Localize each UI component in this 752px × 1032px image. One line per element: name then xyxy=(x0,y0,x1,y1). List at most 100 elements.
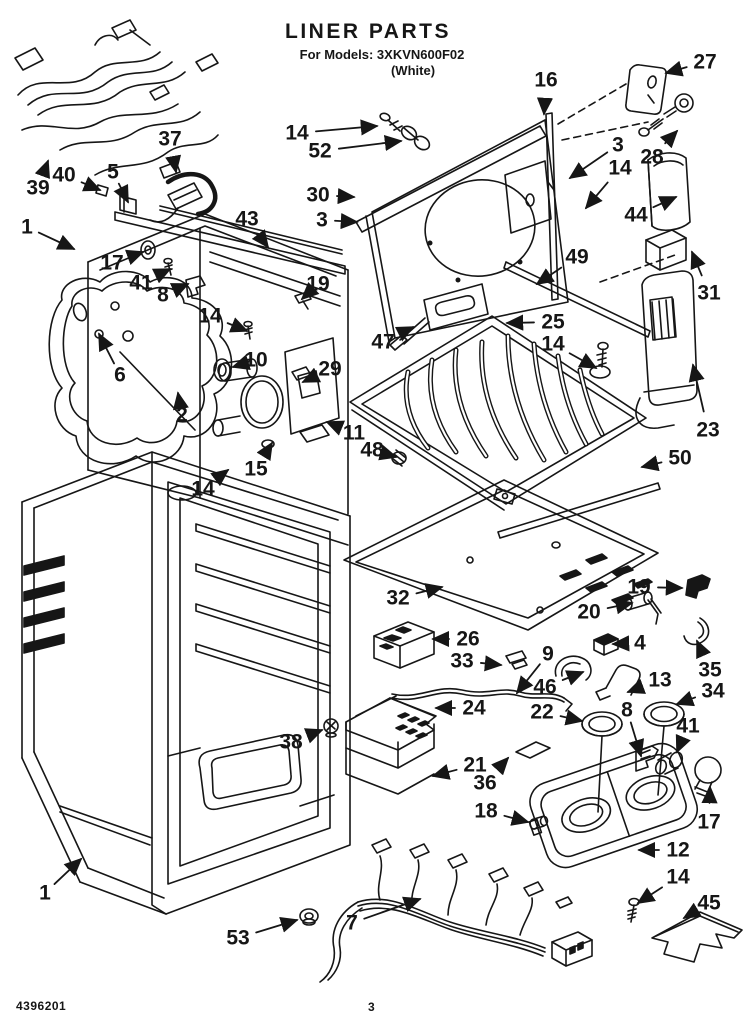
callout-leader-14 xyxy=(315,119,379,136)
right-covers xyxy=(497,152,698,539)
callout-leader-13 xyxy=(626,678,647,694)
callout-leader-9 xyxy=(515,663,541,695)
callout-leader-14 xyxy=(210,468,230,487)
callout-label-32: 32 xyxy=(386,587,409,610)
callout-leader-53 xyxy=(255,916,299,934)
callout-label-17: 17 xyxy=(697,811,720,834)
callout-leader-14 xyxy=(584,181,609,210)
callout-label-14: 14 xyxy=(666,866,690,889)
callout-leader-11 xyxy=(325,420,346,436)
callout-label-41: 41 xyxy=(129,272,153,295)
callout-leader-48 xyxy=(378,444,398,461)
callout-leader-6 xyxy=(98,332,115,365)
callout-label-28: 28 xyxy=(640,146,664,169)
callout-leader-1 xyxy=(37,231,76,250)
callout-label-15: 15 xyxy=(244,458,268,481)
callout-label-7: 7 xyxy=(346,912,358,935)
callout-leader-29 xyxy=(301,367,322,383)
screw-and-roller-top xyxy=(379,112,431,151)
callout-leader-19 xyxy=(657,579,684,596)
callout-leader-28 xyxy=(659,129,679,149)
callout-label-19: 19 xyxy=(306,273,329,296)
callout-label-53: 53 xyxy=(226,927,249,950)
lamp-housing xyxy=(528,725,698,869)
callout-label-2: 2 xyxy=(176,404,188,427)
callout-label-46: 46 xyxy=(533,676,556,699)
callout-label-14: 14 xyxy=(541,333,565,356)
callout-label-43: 43 xyxy=(235,208,258,231)
callout-leader-40 xyxy=(80,176,102,192)
models-line: For Models: 3XKVN600F02 xyxy=(299,47,465,62)
callout-label-48: 48 xyxy=(360,439,384,462)
callout-leader-33 xyxy=(480,655,503,672)
callout-label-18: 18 xyxy=(474,800,498,823)
callout-label-4: 4 xyxy=(634,632,646,655)
callout-label-11: 11 xyxy=(343,422,366,445)
wiring-harness-bottom xyxy=(319,838,593,983)
callout-label-38: 38 xyxy=(279,731,303,754)
callout-label-6: 6 xyxy=(114,364,126,387)
callout-leader-20 xyxy=(606,598,634,615)
callout-label-14: 14 xyxy=(191,478,215,501)
callout-label-10: 10 xyxy=(244,349,267,372)
page-number: 3 xyxy=(368,1000,376,1014)
callout-leader-15 xyxy=(256,441,273,462)
access-plate-27 xyxy=(625,64,694,137)
callout-leader-37 xyxy=(165,154,182,174)
bottom-small-parts xyxy=(299,317,743,963)
callout-label-26: 26 xyxy=(456,628,479,651)
callout-leader-22 xyxy=(559,709,584,726)
callout-leader-19 xyxy=(300,282,320,301)
callout-leader-3 xyxy=(568,151,609,180)
callout-leader-2 xyxy=(172,391,189,411)
callout-label-40: 40 xyxy=(52,164,75,187)
callout-leader-49 xyxy=(535,266,563,286)
callout-label-44: 44 xyxy=(624,204,648,227)
wiring-harness-top xyxy=(14,19,219,223)
callout-leader-18 xyxy=(503,810,530,826)
callout-label-9: 9 xyxy=(542,643,554,666)
callout-leader-41 xyxy=(151,268,172,284)
callout-label-27: 27 xyxy=(693,51,716,74)
callout-label-14: 14 xyxy=(608,157,632,180)
callout-leader-32 xyxy=(415,583,444,599)
callout-leader-41 xyxy=(675,733,691,754)
callout-leader-14 xyxy=(636,886,663,904)
evaporator-back-panel xyxy=(355,119,569,343)
callout-leader-17 xyxy=(125,249,145,266)
callout-leader-25 xyxy=(505,314,535,331)
callout-leader-10 xyxy=(231,354,251,371)
callout-label-41: 41 xyxy=(676,715,700,738)
callout-label-16: 16 xyxy=(534,69,557,92)
callout-label-36: 36 xyxy=(473,772,496,795)
color-variant-line: (White) xyxy=(390,63,436,78)
callout-label-8: 8 xyxy=(157,284,169,307)
callout-label-34: 34 xyxy=(701,680,725,703)
callout-label-24: 24 xyxy=(462,697,486,720)
callout-leader-44 xyxy=(652,196,678,212)
callout-leader-21 xyxy=(431,764,458,780)
callout-leader-5 xyxy=(113,182,129,204)
callout-leader-47 xyxy=(394,326,415,342)
callout-leader-52 xyxy=(337,134,403,152)
callout-label-30: 30 xyxy=(306,184,329,207)
callout-label-5: 5 xyxy=(107,161,119,184)
callout-leader-38 xyxy=(303,728,324,744)
callout-label-3: 3 xyxy=(316,209,328,232)
callout-label-21: 21 xyxy=(463,754,487,777)
callout-leader-14 xyxy=(226,317,249,333)
callout-label-35: 35 xyxy=(698,659,722,682)
callout-label-50: 50 xyxy=(668,447,691,470)
callout-leader-46 xyxy=(561,670,585,686)
callout-leader-45 xyxy=(682,902,703,919)
trim-strip-16 xyxy=(545,83,679,301)
callout-leader-30 xyxy=(336,188,356,205)
callout-leader-43 xyxy=(251,229,270,249)
callout-leader-35 xyxy=(696,639,712,660)
document-number: 4396201 xyxy=(16,999,67,1013)
callout-label-13: 13 xyxy=(648,669,671,692)
callout-leader-14 xyxy=(568,352,598,369)
page-title: LINER PARTS xyxy=(285,20,451,43)
